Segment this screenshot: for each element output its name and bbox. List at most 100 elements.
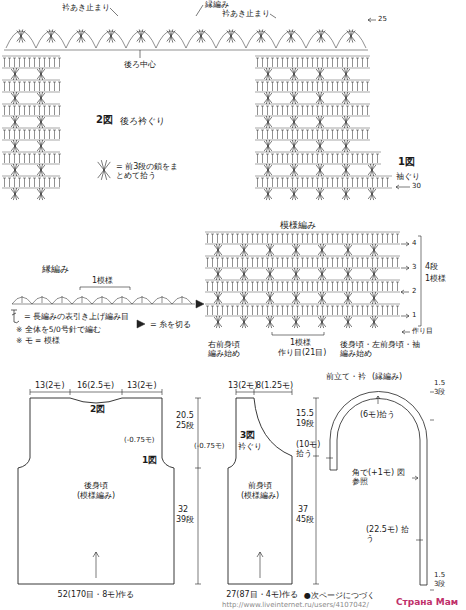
stitch-stroke: [374, 250, 378, 255]
stitch-stroke: [3, 130, 6, 131]
stitch-stroke: [256, 282, 259, 283]
stitch-stroke: [316, 178, 319, 179]
stitch-stroke: [372, 282, 373, 291]
piece-text: 前身頃(模様編み): [228, 398, 292, 584]
stitch-stroke: [257, 58, 258, 67]
stitch-stroke: [281, 258, 284, 259]
stitch-stroke: [341, 258, 344, 259]
stitch-stroke: [49, 106, 50, 115]
stitch-stroke: [41, 141, 45, 146]
chart-label: 袖ぐり: [396, 172, 420, 181]
stitch-stroke: [356, 58, 359, 59]
stitch-stroke: [28, 178, 31, 179]
stitch-stroke: [317, 154, 318, 163]
stitch-stroke: [331, 130, 334, 131]
stitch-stroke: [49, 36, 51, 43]
stitch-stroke: [54, 154, 55, 163]
stitch-stroke: [12, 304, 195, 305]
stitch-stroke: [317, 130, 318, 139]
stitch-stroke: [296, 317, 300, 322]
stitch-stroke: [347, 306, 348, 315]
stitch-stroke: [327, 106, 328, 115]
stitch-stroke: [267, 282, 268, 291]
stitch-stroke: [336, 31, 366, 48]
stitch-stroke: [13, 74, 15, 80]
stitch-stroke: [356, 154, 359, 155]
stitch-stroke: [216, 244, 218, 250]
stitch-stroke: [281, 82, 284, 83]
stitch-stroke: [321, 106, 324, 107]
stitch-stroke: [370, 170, 372, 176]
stitch-stroke: [271, 178, 274, 179]
stitch-stroke: [241, 306, 244, 307]
stitch-stroke: [336, 82, 339, 83]
stitch-stroke: [242, 292, 244, 298]
stitch-stroke: [292, 188, 294, 194]
stitch-stroke: [347, 234, 348, 243]
stitch-stroke: [268, 316, 270, 322]
stitch-stroke: [294, 170, 298, 175]
stitch-stroke: [236, 258, 239, 259]
stitch-stroke: [44, 154, 45, 163]
stitch-stroke: [337, 258, 338, 267]
chart-label: (-0.75モ): [124, 436, 155, 444]
stitch-stroke: [39, 194, 41, 200]
stitch-stroke: [261, 82, 264, 83]
stitch-stroke: [244, 245, 248, 250]
stitch-stroke: [262, 282, 263, 291]
stitch-stroke: [276, 154, 279, 155]
stitch-stroke: [346, 117, 350, 122]
stitch-stroke: [8, 82, 11, 83]
stitch-stroke: [72, 297, 92, 304]
stitch-stroke: [13, 116, 15, 122]
stitch-stroke: [391, 306, 394, 307]
stitch-stroke: [302, 154, 303, 163]
stitch-stroke: [320, 122, 324, 127]
stitch-stroke: [366, 258, 369, 259]
chart-label: 3: [412, 263, 416, 271]
stitch-stroke: [207, 234, 208, 243]
stitch-stroke: [256, 306, 259, 307]
stitch-stroke: [301, 154, 304, 155]
stitch-stroke: [267, 178, 268, 187]
stitch-stroke: [33, 178, 36, 179]
stitch-stroke: [256, 234, 259, 235]
stitch-stroke: [205, 268, 400, 269]
stitch-stroke: [255, 164, 381, 165]
stitch-stroke: [18, 130, 21, 131]
stitch-stroke: [294, 146, 298, 151]
stitch-stroke: [326, 58, 329, 59]
stitch-stroke: [59, 178, 60, 187]
stitch-stroke: [206, 258, 209, 259]
stitch-stroke: [132, 297, 152, 304]
stitch-stroke: [348, 245, 352, 250]
stitch-stroke: [44, 178, 45, 187]
stitch-stroke: [318, 164, 320, 170]
stitch-stroke: [8, 178, 11, 179]
stitch-stroke: [34, 154, 35, 163]
stitch-stroke: [92, 297, 112, 304]
stitch-stroke: [326, 178, 329, 179]
chart-label: 3段: [434, 388, 445, 396]
stitch-stroke: [261, 58, 264, 59]
stitch-stroke: [43, 106, 46, 107]
stitch-stroke: [320, 268, 322, 274]
stitch-stroke: [391, 258, 394, 259]
stitch-stroke: [296, 258, 299, 259]
chart-label: 模様編み: [280, 220, 316, 230]
stitch-stroke: [372, 316, 374, 322]
stitch-stroke: [262, 258, 263, 267]
stitch-stroke: [109, 29, 111, 36]
stitch-stroke: [276, 58, 279, 59]
stitch-stroke: [372, 165, 376, 170]
stitch-stroke: [268, 122, 272, 127]
stitch-stroke: [261, 258, 264, 259]
stitch-stroke: [34, 106, 35, 115]
stitch-stroke: [242, 250, 244, 256]
stitch-stroke: [4, 178, 5, 187]
stitch-stroke: [344, 116, 346, 122]
stitch-stroke: [326, 306, 329, 307]
stitch-stroke: [246, 282, 249, 283]
stitch-stroke: [205, 292, 400, 293]
stitch-stroke: [227, 258, 228, 267]
